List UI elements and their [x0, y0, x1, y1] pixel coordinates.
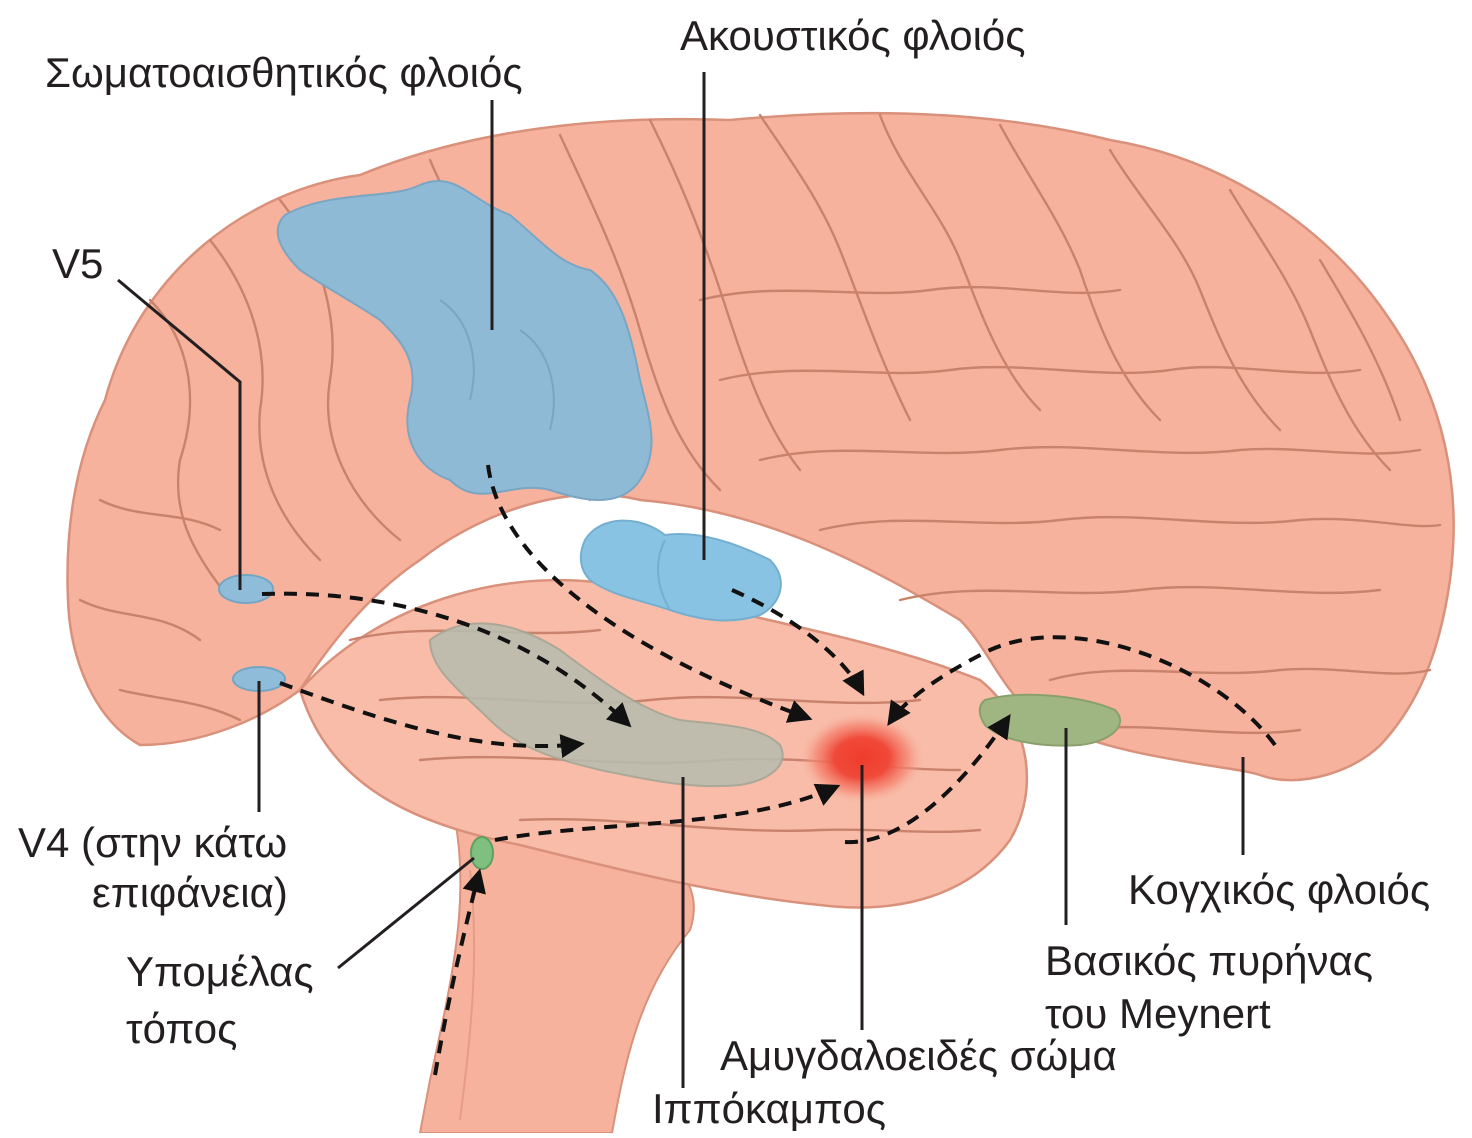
v5-region — [219, 575, 273, 603]
locus-region — [471, 837, 493, 869]
label-subthalamic-line1: Υπομέλας — [126, 948, 314, 995]
label-v5: V5 — [52, 240, 103, 287]
label-amygdala: Αμυγδαλοειδές σώμα — [720, 1032, 1117, 1079]
label-basal-nucleus-line2: του Meynert — [1045, 990, 1271, 1037]
label-hippocampus: Ιππόκαμπος — [652, 1085, 886, 1132]
label-auditory: Ακουστικός φλοιός — [680, 12, 1026, 59]
label-subthalamic-line2: τόπος — [126, 1005, 237, 1052]
label-basal-nucleus-line1: Βασικός πυρήνας — [1045, 937, 1373, 984]
label-v4-line2: επιφάνεια) — [92, 869, 288, 916]
label-orbitofrontal: Κογχικός φλοιός — [1128, 866, 1430, 913]
label-v4-line1: V4 (στην κάτω — [18, 819, 287, 866]
label-somatosensory: Σωματοαισθητικός φλοιός — [45, 49, 523, 96]
